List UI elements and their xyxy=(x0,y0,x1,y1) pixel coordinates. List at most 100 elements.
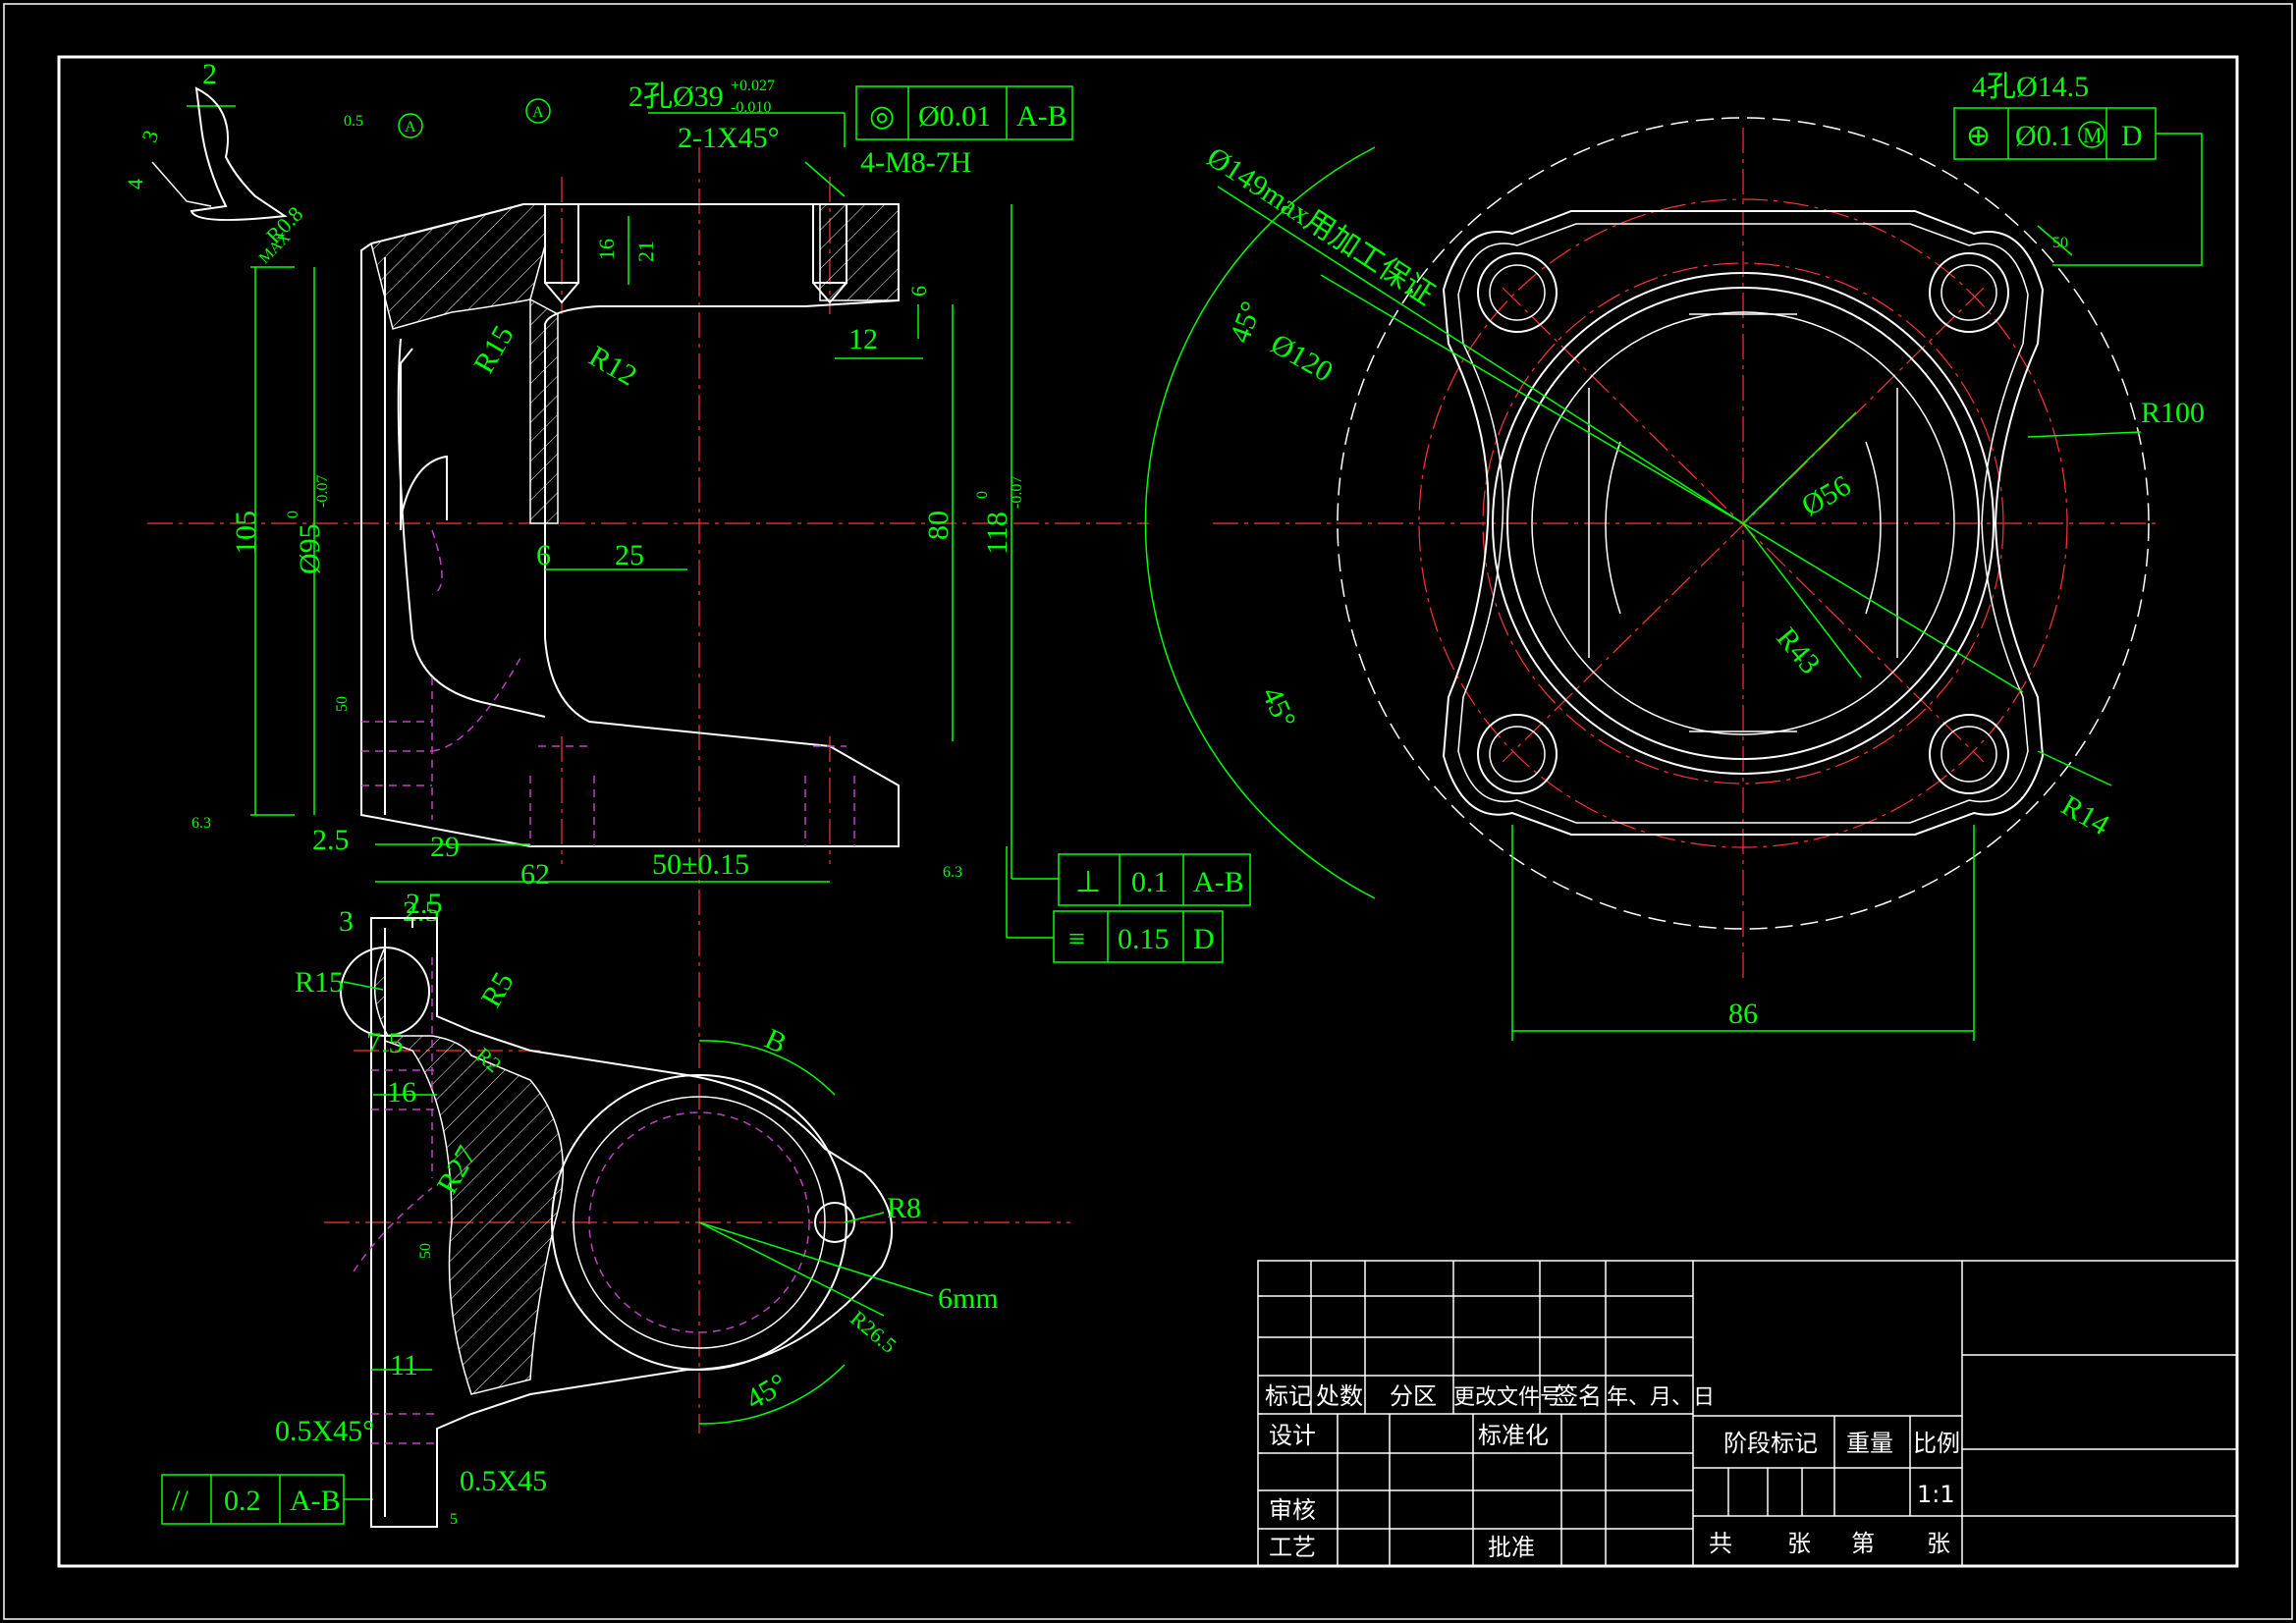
roughness-50-flange: 50 xyxy=(2052,235,2068,251)
tb-scale-value: 1:1 xyxy=(1917,1481,1955,1508)
parallelism-icon: // xyxy=(172,1485,189,1517)
dim-angle-45-lower: 45° xyxy=(1255,682,1302,733)
tb-total-label: 共 xyxy=(1709,1530,1732,1557)
tol-lower-95: -0.07 xyxy=(314,475,331,508)
dim-3: 3 xyxy=(137,127,163,145)
roughness-05: 0.5 xyxy=(344,113,363,130)
tb-sheets-label-2: 张 xyxy=(1927,1530,1950,1557)
dim-21: 21 xyxy=(633,241,658,262)
dim-2: 2 xyxy=(202,58,217,90)
tb-scale-label: 比例 xyxy=(1913,1430,1960,1457)
dim-b: B xyxy=(760,1022,792,1059)
tb-count-label: 处数 xyxy=(1316,1382,1363,1410)
dim-phi120: Ø120 xyxy=(1266,328,1339,389)
dim-118: 118 xyxy=(981,512,1013,555)
section-view-labels: 2 3 4 R0.8 MAX 0.5 A A 2孔Ø39 +0.027 -0.0… xyxy=(123,58,1025,928)
dim-chamfer-0-5-upper: 0.5X45° xyxy=(275,1415,374,1447)
inner-border xyxy=(57,55,2239,1568)
fcf-perp-value: 0.1 xyxy=(1131,866,1169,898)
outer-border xyxy=(3,3,2293,1620)
tb-weight-label: 重量 xyxy=(1846,1430,1893,1457)
dim-16-lower: 16 xyxy=(387,1076,416,1109)
datum-a-symbol-2: A xyxy=(532,104,544,121)
tb-change-doc-label: 更改文件号 xyxy=(1453,1385,1561,1410)
roughness-50-side: 50 xyxy=(334,696,351,712)
title-block: 标记 处数 分区 更改文件号 签名 年、月、日 设计 标准化 阶段标记 重量 比… xyxy=(1257,1260,2238,1567)
roughness-5: 5 xyxy=(450,1511,458,1528)
dim-4: 4 xyxy=(123,179,147,189)
fcf-perpendicularity: ⊥ 0.1 A-B xyxy=(1011,846,1251,906)
dim-chamfer: 2-1X45° xyxy=(678,122,780,154)
dim-r5: R5 xyxy=(475,967,520,1013)
tb-approve-label: 批准 xyxy=(1488,1534,1535,1561)
symmetry-icon: ≡ xyxy=(1068,923,1085,955)
dim-2-holes-39: 2孔Ø39 xyxy=(629,81,724,113)
dim-11: 11 xyxy=(390,1349,418,1381)
dim-6-top: 6 xyxy=(906,286,931,297)
datum-a-symbol: A xyxy=(405,119,416,135)
dim-r8: R8 xyxy=(887,1192,921,1224)
mmc-modifier-icon: M xyxy=(2083,123,2103,147)
dim-angle-45-upper: 45° xyxy=(1224,298,1268,348)
fcf-position-datum: D xyxy=(2121,120,2143,152)
dim-7-5: 7.5 xyxy=(366,1027,404,1059)
tb-design-label: 设计 xyxy=(1269,1422,1316,1449)
dim-86: 86 xyxy=(1728,998,1758,1030)
fcf-parallel-value: 0.2 xyxy=(224,1485,261,1517)
position-icon: ⊕ xyxy=(1966,120,1991,152)
tol-lower-118: -0.07 xyxy=(1009,476,1025,509)
tb-sheets-label-1: 张 xyxy=(1787,1530,1811,1557)
dim-62: 62 xyxy=(520,858,550,891)
section-view xyxy=(147,86,1149,1001)
hatch-region-boss xyxy=(374,947,565,1395)
dim-29: 29 xyxy=(430,831,460,863)
tol-upper-39: +0.027 xyxy=(731,78,775,94)
dim-angle-45-bottom: 45° xyxy=(740,1368,793,1417)
dim-r14: R14 xyxy=(2056,789,2115,842)
tb-standard-label: 标准化 xyxy=(1478,1422,1549,1449)
fcf-position-title: 4孔Ø14.5 xyxy=(1972,71,2089,103)
dim-2-5-upper-lower-view: 2.5 xyxy=(403,895,440,928)
fcf-position: 4孔Ø14.5 ⊕ Ø0.1 M D xyxy=(1953,71,2203,266)
dim-r43: R43 xyxy=(1770,622,1826,680)
tb-sign-label: 签名 xyxy=(1555,1382,1602,1410)
fcf-concentric-value: Ø0.01 xyxy=(918,100,991,133)
flange-view xyxy=(1144,117,2160,1041)
dim-phi56: Ø56 xyxy=(1796,469,1856,522)
dim-50-tol: 50±0.15 xyxy=(652,848,749,881)
dim-2-5-bottom: 2.5 xyxy=(312,824,350,856)
tol-upper-95: 0 xyxy=(285,511,301,518)
fcf-symmetry: ≡ 0.15 D xyxy=(1006,846,1224,963)
fcf-concentric-datum: A-B xyxy=(1016,100,1067,133)
dim-r15: R15 xyxy=(467,320,520,379)
concentricity-icon: ◎ xyxy=(869,100,895,133)
fcf-concentricity: ◎ Ø0.01 A-B xyxy=(855,85,1073,140)
dim-6-mid: 6 xyxy=(536,539,551,571)
dim-3-lower: 3 xyxy=(339,905,354,938)
roughness-50-lower: 50 xyxy=(417,1243,434,1259)
tol-upper-118: 0 xyxy=(974,491,991,499)
dim-r26-5: R26.5 xyxy=(846,1306,902,1358)
dim-16: 16 xyxy=(594,239,619,260)
flange-view-labels: Ø149max用加工保证 45° Ø120 R100 Ø56 R43 45° R… xyxy=(1201,140,2205,1030)
fcf-perp-datum: A-B xyxy=(1193,866,1244,898)
dim-12: 12 xyxy=(848,323,878,355)
fcf-sym-datum: D xyxy=(1193,923,1215,955)
dim-r15-lower: R15 xyxy=(295,966,344,999)
hatch-region-right xyxy=(819,203,900,301)
dim-thread: 4-M8-7H xyxy=(860,146,971,179)
dim-80: 80 xyxy=(922,511,955,540)
fcf-parallelism: // 0.2 A-B xyxy=(161,1474,373,1525)
roughness-6-3-left: 6.3 xyxy=(191,815,211,832)
tb-zone-label: 分区 xyxy=(1390,1382,1437,1410)
fcf-sym-value: 0.15 xyxy=(1118,923,1170,955)
dim-phi149: Ø149max用加工保证 xyxy=(1201,140,1440,311)
dim-phi95: Ø95 xyxy=(294,523,326,574)
dim-r100: R100 xyxy=(2141,397,2205,429)
tb-stage-label: 阶段标记 xyxy=(1723,1430,1818,1457)
dim-chamfer-0-5-lower: 0.5X45 xyxy=(460,1465,547,1497)
perpendicularity-icon: ⊥ xyxy=(1075,866,1101,898)
tb-process-label: 工艺 xyxy=(1269,1534,1316,1561)
dim-r12: R12 xyxy=(583,340,642,393)
